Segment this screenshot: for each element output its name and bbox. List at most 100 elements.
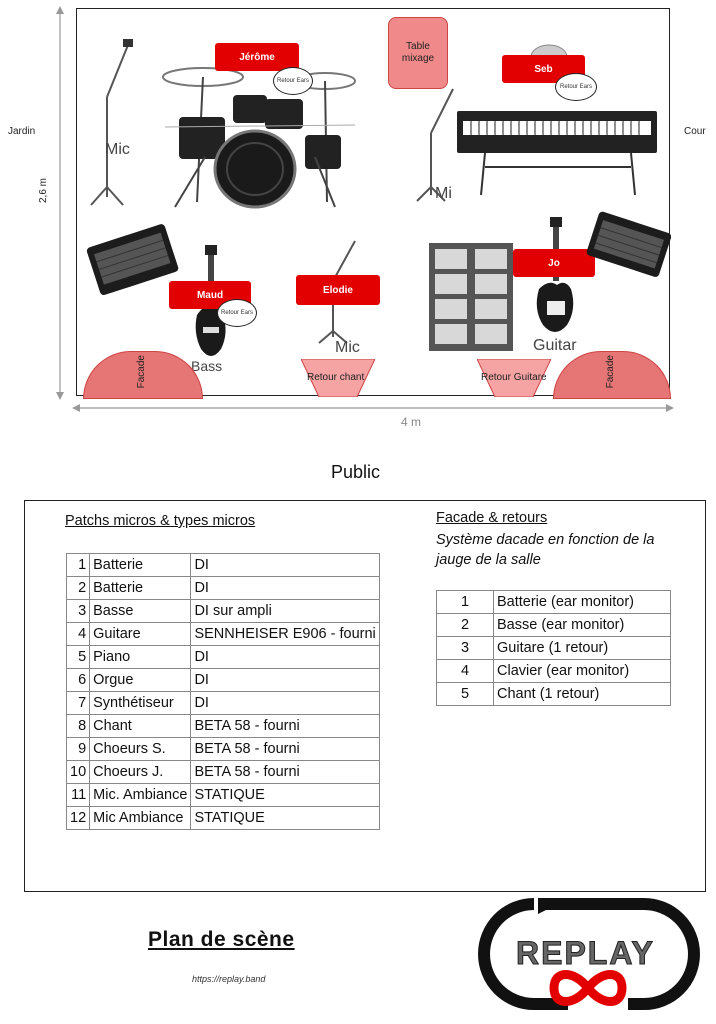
retour-number: 5 (436, 682, 494, 706)
website-url: https://replay.band (192, 974, 266, 984)
jardin-label: Jardin (8, 126, 36, 137)
guitar-label: Guitar (533, 337, 577, 354)
patch-mic-type: BETA 58 - fourni (190, 714, 380, 738)
ear-monitor-badge-maud: Retour Ears (217, 299, 257, 327)
patch-mic-type: DI (190, 645, 380, 669)
mixing-table: Table mixage (388, 17, 448, 89)
drum-kit-icon (162, 67, 356, 209)
keyboard-icon (457, 111, 657, 196)
microphone-stand-icon (416, 88, 454, 202)
retour-description: Guitare (1 retour) (493, 636, 671, 660)
retour-description: Chant (1 retour) (493, 682, 671, 706)
musician-label-jo: Jo (513, 249, 595, 277)
mic-label-center: Mi (435, 185, 452, 202)
patch-source: Orgue (89, 668, 192, 692)
patch-mic-type: STATIQUE (190, 783, 380, 807)
microphone-stand-icon (90, 39, 133, 206)
retour-description: Batterie (ear monitor) (493, 590, 671, 614)
patch-channel-number: 2 (65, 576, 91, 600)
mic-label-elodie: Mic (335, 339, 360, 356)
patch-mic-type: BETA 58 - fourni (190, 760, 380, 784)
patch-source: Choeurs J. (89, 760, 192, 784)
patch-mic-type: DI (190, 691, 380, 715)
bass-label: Bass (191, 358, 223, 374)
electric-guitar-icon (536, 217, 574, 332)
retour-guitare-label: Retour Guitare (481, 372, 547, 383)
ear-monitor-badge-jerome: Retour Ears (273, 67, 313, 95)
facade-label-right: Facade (605, 355, 616, 389)
height-dimension-label: 2,6 m (38, 178, 49, 204)
patch-source: Piano (89, 645, 192, 669)
retour-chant-monitor (301, 359, 375, 397)
musician-label-elodie: Elodie (296, 275, 380, 305)
patch-channel-number: 4 (65, 622, 91, 646)
cour-label: Cour (684, 126, 706, 137)
patch-source: Chant (89, 714, 192, 738)
retour-guitare-monitor (477, 359, 551, 397)
patch-source: Batterie (89, 553, 192, 577)
patch-source: Mic. Ambiance (89, 783, 192, 807)
patch-channel-number: 12 (65, 806, 91, 830)
retours-title: Facade & retours (436, 510, 548, 526)
amplifier-icon (86, 224, 179, 295)
patch-mic-type: SENNHEISER E906 - fourni (190, 622, 380, 646)
replay-logo: REPLAY ♯ (478, 898, 700, 1010)
patch-source: Choeurs S. (89, 737, 192, 761)
patch-mic-type: DI sur ampli (190, 599, 380, 623)
public-label: Public (331, 462, 381, 482)
ear-monitor-badge-seb: Retour Ears (555, 73, 597, 101)
patch-mic-type: BETA 58 - fourni (190, 737, 380, 761)
retour-number: 2 (436, 613, 494, 637)
width-dimension-label: 4 m (401, 415, 422, 429)
stage-plan: Mic Jérôme Retour Ears Table mixage Mi S… (76, 8, 671, 399)
amplifier-icon (586, 211, 671, 277)
bass-guitar-icon (195, 245, 226, 356)
retour-number: 4 (436, 659, 494, 683)
retour-description: Clavier (ear monitor) (493, 659, 671, 683)
patch-channel-number: 3 (65, 599, 91, 623)
patch-source: Synthétiseur (89, 691, 192, 715)
retours-subtitle: Système dacade en fonction de la jauge d… (436, 532, 655, 568)
guitar-cabinet-icon (429, 243, 513, 351)
patch-channel-number: 6 (65, 668, 91, 692)
svg-text:♯: ♯ (603, 984, 609, 998)
patch-channel-number: 1 (65, 553, 91, 577)
patch-channel-number: 7 (65, 691, 91, 715)
musician-label-jerome: Jérôme (215, 43, 299, 71)
patch-channel-number: 5 (65, 645, 91, 669)
retour-chant-label: Retour chant (307, 372, 365, 383)
patch-mic-type: DI (190, 668, 380, 692)
retour-number: 3 (436, 636, 494, 660)
retour-number: 1 (436, 590, 494, 614)
mic-label-left: Mic (105, 141, 130, 158)
svg-text:REPLAY: REPLAY (516, 935, 655, 971)
patch-channel-number: 11 (65, 783, 91, 807)
patch-channel-number: 10 (65, 760, 91, 784)
patch-channel-number: 9 (65, 737, 91, 761)
width-dimension-arrow (72, 404, 674, 412)
facade-label-left: Facade (136, 355, 147, 389)
patch-mic-type: DI (190, 553, 380, 577)
patch-source: Mic Ambiance (89, 806, 192, 830)
patch-source: Basse (89, 599, 192, 623)
patch-channel-number: 8 (65, 714, 91, 738)
patch-source: Batterie (89, 576, 192, 600)
patch-source: Guitare (89, 622, 192, 646)
